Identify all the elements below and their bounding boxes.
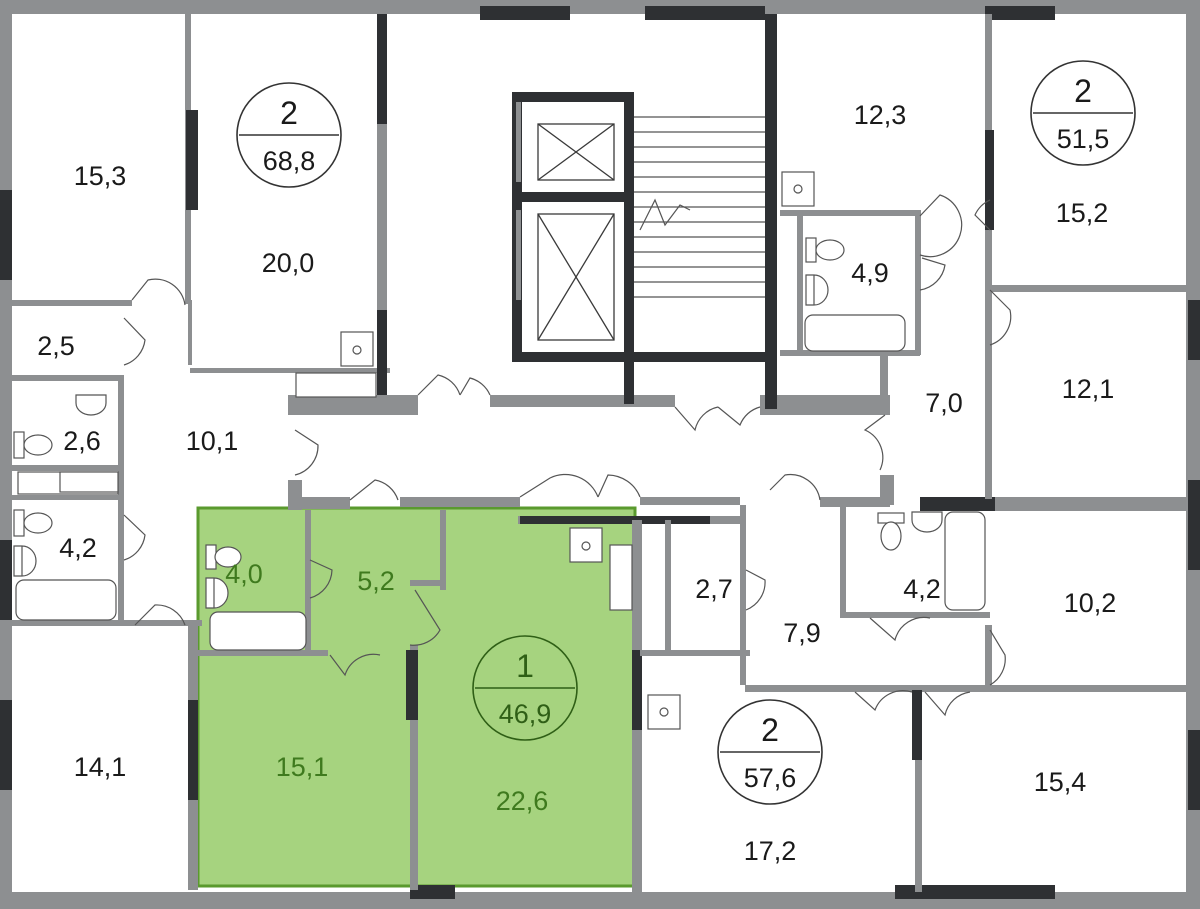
door-swing-icon bbox=[349, 479, 399, 501]
room-area-label: 10,1 bbox=[186, 426, 239, 456]
door-swing-icon bbox=[131, 278, 186, 306]
sink-icon bbox=[340, 331, 374, 367]
door-swing-icon bbox=[459, 377, 491, 396]
fixtures bbox=[13, 171, 986, 730]
door-swing-icon bbox=[294, 429, 319, 476]
lift-icon bbox=[537, 123, 615, 181]
room-area-label: 20,0 bbox=[262, 248, 315, 278]
apartment-badge[interactable]: 2 57,6 bbox=[717, 699, 823, 805]
door-swing-icon bbox=[409, 589, 441, 646]
room-area-label: 15,3 bbox=[74, 161, 127, 191]
room-area-label: 4,2 bbox=[903, 574, 941, 604]
bathtub-icon bbox=[609, 544, 633, 611]
door-swing-icon bbox=[919, 257, 946, 291]
door-swing-icon bbox=[717, 406, 761, 426]
room-area-label: 4,2 bbox=[59, 533, 97, 563]
lift-icon bbox=[537, 213, 615, 341]
room-area-label: 4,0 bbox=[225, 559, 263, 589]
room-area-label: 4,9 bbox=[851, 258, 889, 288]
door-swing-icon bbox=[329, 653, 381, 677]
apartment-total-area: 51,5 bbox=[1057, 124, 1110, 154]
apartment-room-count: 1 bbox=[516, 648, 534, 684]
washbasin-icon bbox=[911, 511, 943, 533]
bathtub-icon bbox=[804, 314, 906, 352]
apartment-badge[interactable]: 2 68,8 bbox=[236, 82, 342, 188]
door-swing-icon bbox=[597, 474, 641, 498]
room-area-label: 15,4 bbox=[1034, 767, 1087, 797]
sink-icon bbox=[647, 694, 681, 730]
room-area-label: 14,1 bbox=[74, 752, 127, 782]
toilet-icon bbox=[13, 431, 53, 459]
washbasin-icon bbox=[13, 545, 37, 577]
door-swing-icon bbox=[745, 569, 766, 611]
door-swing-icon bbox=[519, 473, 599, 498]
toilet-icon bbox=[13, 509, 53, 537]
door-swing-icon bbox=[134, 604, 186, 626]
interior-walls bbox=[12, 14, 1186, 892]
door-swing-icon bbox=[989, 289, 1012, 346]
apartment-room-count: 2 bbox=[1074, 73, 1092, 109]
toilet-icon bbox=[805, 237, 845, 263]
room-area-label: 2,6 bbox=[63, 426, 101, 456]
apartment-total-area: 68,8 bbox=[263, 146, 316, 176]
room-area-label: 17,2 bbox=[744, 836, 797, 866]
bathtub-icon bbox=[15, 579, 117, 621]
washbasin-icon bbox=[205, 577, 229, 609]
stairs-icon bbox=[634, 116, 765, 298]
apartment-badge[interactable]: 2 51,5 bbox=[1030, 60, 1136, 166]
bathtub-icon bbox=[295, 372, 377, 398]
washbasin-icon bbox=[805, 274, 829, 306]
door-swing-icon bbox=[309, 559, 333, 599]
washbasin-icon bbox=[75, 394, 107, 416]
door-swing-icon bbox=[863, 414, 886, 471]
door-swing-icon bbox=[989, 629, 1006, 686]
toilet-icon bbox=[877, 512, 905, 551]
door-swing-icon bbox=[869, 616, 931, 642]
room-area-label: 15,2 bbox=[1056, 198, 1109, 228]
bathtub-icon bbox=[944, 511, 986, 611]
door-swing-icon bbox=[417, 374, 461, 396]
toilet-icon bbox=[205, 544, 242, 570]
sink-icon bbox=[781, 171, 815, 207]
room-area-label: 2,7 bbox=[695, 574, 733, 604]
door-swing-icon bbox=[674, 406, 719, 432]
room-area-label: 12,1 bbox=[1062, 374, 1115, 404]
apartment-total-area: 57,6 bbox=[744, 763, 797, 793]
door-swing-icon bbox=[919, 194, 963, 258]
door-swings bbox=[123, 194, 1012, 717]
room-area-label: 7,0 bbox=[925, 388, 963, 418]
sink-icon bbox=[569, 527, 603, 563]
door-swing-icon bbox=[123, 317, 146, 366]
door-swing-icon bbox=[974, 199, 991, 231]
room-area-label: 7,9 bbox=[783, 618, 821, 648]
door-swing-icon bbox=[769, 473, 821, 501]
room-area-label: 2,5 bbox=[37, 331, 75, 361]
apartment-room-count: 2 bbox=[280, 95, 298, 131]
bathtub-icon bbox=[59, 471, 119, 493]
door-swing-icon bbox=[123, 514, 146, 561]
apartment-room-count: 2 bbox=[761, 712, 779, 748]
apartment-badge-circle bbox=[472, 635, 578, 741]
door-swing-icon bbox=[924, 691, 971, 717]
building-core bbox=[512, 14, 777, 409]
room-area-label: 15,1 bbox=[276, 752, 329, 782]
door-swing-icon bbox=[854, 690, 913, 712]
apartment-total-area: 46,9 bbox=[499, 699, 552, 729]
room-area-label: 10,2 bbox=[1064, 588, 1117, 618]
room-area-label: 5,2 bbox=[357, 566, 395, 596]
bathtub-icon bbox=[209, 611, 307, 651]
apartment-badge-highlighted[interactable]: 1 46,9 bbox=[472, 635, 578, 741]
room-labels: 15,3 20,0 2,5 2,6 10,1 4,2 14,1 4,0 5,2 … bbox=[37, 100, 1116, 866]
room-area-label: 22,6 bbox=[496, 786, 549, 816]
room-area-label: 12,3 bbox=[854, 100, 907, 130]
